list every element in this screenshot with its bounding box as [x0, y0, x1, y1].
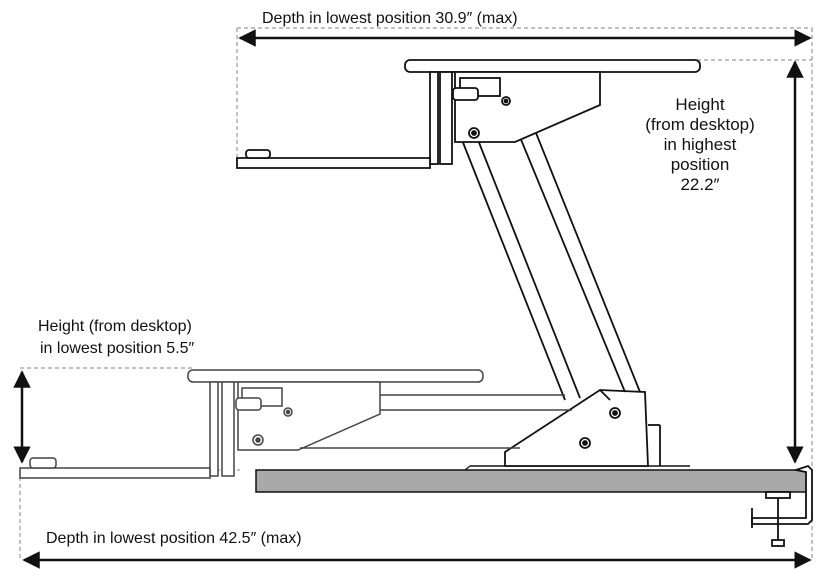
depth-lowest-label: Depth in lowest position 42.5″ (max) — [46, 530, 302, 547]
height-highest-label: Height (from desktop) in highest positio… — [630, 95, 770, 195]
desk — [255, 465, 809, 493]
top-platform-high — [236, 59, 701, 169]
height-lowest-line-1: Height (from desktop) — [38, 318, 192, 335]
top-platform-low — [19, 369, 572, 479]
dimension-arrows — [13, 29, 812, 569]
height-lowest-label: Height (from desktop) in lowest position… — [38, 316, 194, 360]
height-highest-line-1: Height — [675, 95, 725, 114]
height-highest-line-2: (from desktop) — [645, 115, 755, 134]
stand-column — [461, 117, 641, 401]
height-highest-line-3: in highest — [663, 135, 737, 154]
desk-clamp — [751, 464, 813, 547]
height-highest-line-4: position — [670, 155, 730, 174]
height-lowest-line-2: in lowest position 5.5″ — [40, 340, 195, 357]
stand-base — [504, 389, 661, 467]
depth-highest-label: Depth in lowest position 30.9″ (max) — [262, 10, 518, 27]
height-highest-line-5: 22.2″ — [680, 175, 720, 194]
